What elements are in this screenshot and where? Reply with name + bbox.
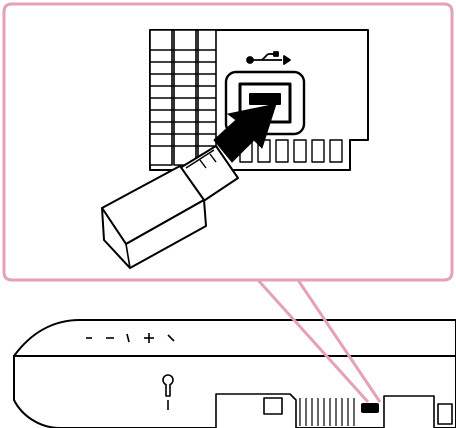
- rear-vents: [299, 398, 355, 426]
- insert-direction-arrow-icon: [213, 103, 277, 163]
- callout-pointer: [256, 278, 382, 404]
- soundbar-top-surface: [13, 319, 456, 357]
- callout-pointer-right: [296, 279, 382, 403]
- usb-flash-drive-icon: [101, 145, 239, 269]
- vent-rungs: [150, 49, 216, 147]
- soundbar-front-face: [13, 355, 456, 428]
- soundbar: [13, 319, 456, 428]
- callout-pointer-left: [256, 278, 370, 404]
- soundbar-usb-port: [361, 403, 379, 413]
- keyhole-wall-mount-icon: [162, 374, 174, 410]
- rear-connector-block: [263, 397, 283, 415]
- top-panel-buttons: [86, 333, 175, 343]
- rear-panel-edge: [383, 395, 435, 428]
- rear-panel-recess: [215, 393, 297, 428]
- rear-panel-closeup: [149, 29, 369, 171]
- usb-symbol-icon: [246, 51, 291, 65]
- rear-panel-tab: [437, 403, 453, 425]
